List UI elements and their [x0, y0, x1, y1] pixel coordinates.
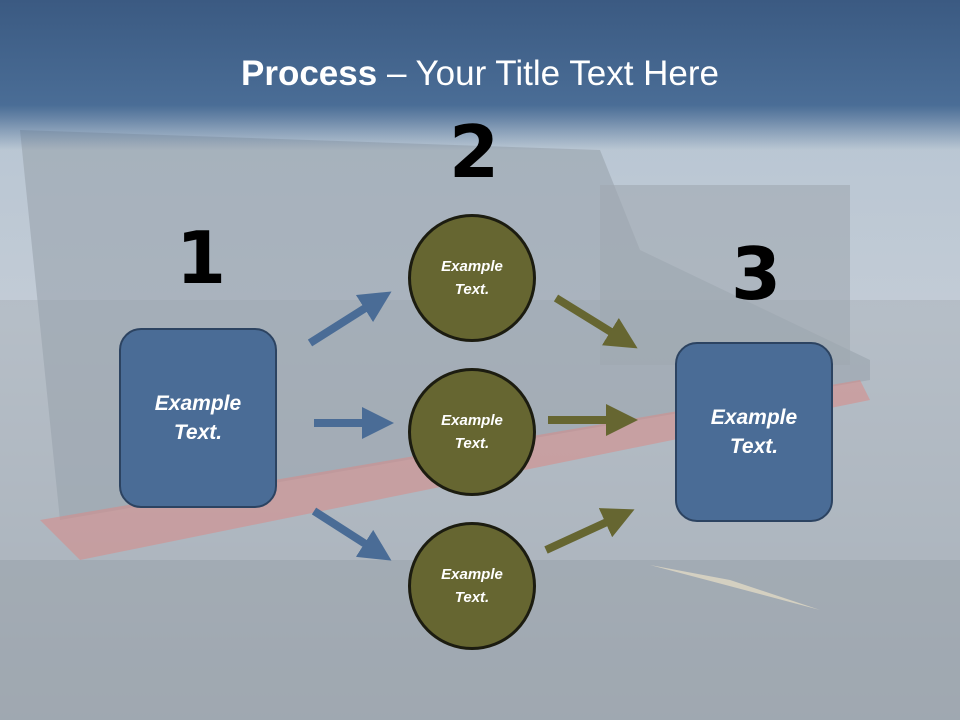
step-number-1: 1	[176, 216, 227, 300]
step-1-label: Example Text.	[155, 389, 241, 447]
step-number-2: 2	[449, 110, 500, 194]
arrow-top-to-3	[553, 294, 638, 349]
header-band	[0, 0, 960, 150]
step-2-circle-top: Example Text.	[408, 214, 536, 342]
step-3-label-line2: Text.	[729, 435, 779, 458]
step-1-label-line1: Example	[154, 392, 242, 415]
step-3-box: Example Text.	[675, 342, 833, 522]
step-3-label-line1: Example	[710, 406, 798, 429]
arrow-1-to-bottom	[311, 507, 392, 561]
step-2-circle-bottom: Example Text.	[408, 522, 536, 650]
title-bold: Process	[241, 54, 378, 93]
step-1-box: Example Text.	[119, 328, 277, 508]
title-rest: – Your Title Text Here	[377, 54, 719, 93]
circle-top-label-line2: Text.	[454, 281, 490, 298]
step-2-circle-middle: Example Text.	[408, 368, 536, 496]
step-number-3: 3	[731, 232, 782, 316]
circle-middle-label: Example Text.	[441, 409, 503, 455]
arrow-bottom-to-3	[544, 508, 635, 554]
circle-middle-label-line2: Text.	[454, 435, 490, 452]
step-1-label-line2: Text.	[173, 421, 223, 444]
arrow-1-to-top	[307, 291, 392, 347]
step-3-label: Example Text.	[711, 403, 797, 461]
circle-bottom-label-line2: Text.	[454, 589, 490, 606]
circle-bottom-label: Example Text.	[441, 563, 503, 609]
circle-middle-label-line1: Example	[441, 412, 503, 429]
circle-top-label-line1: Example	[441, 258, 503, 275]
circle-top-label: Example Text.	[441, 255, 503, 301]
circle-bottom-label-line1: Example	[441, 566, 503, 583]
slide-title: Process – Your Title Text Here	[0, 52, 960, 96]
